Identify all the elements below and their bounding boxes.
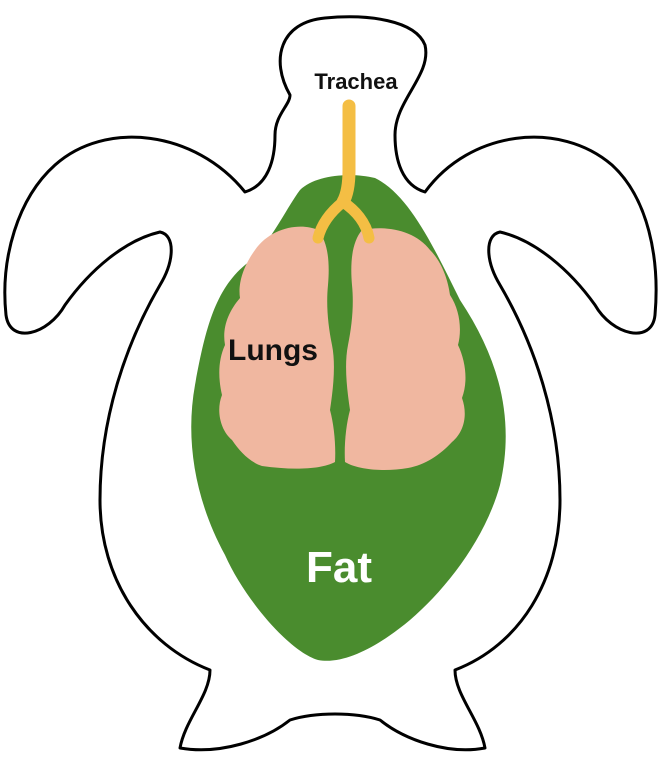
fat-label: Fat <box>306 543 372 592</box>
lungs-label: Lungs <box>228 334 318 367</box>
trachea-tube <box>343 106 349 202</box>
trachea-label: Trachea <box>314 69 398 94</box>
